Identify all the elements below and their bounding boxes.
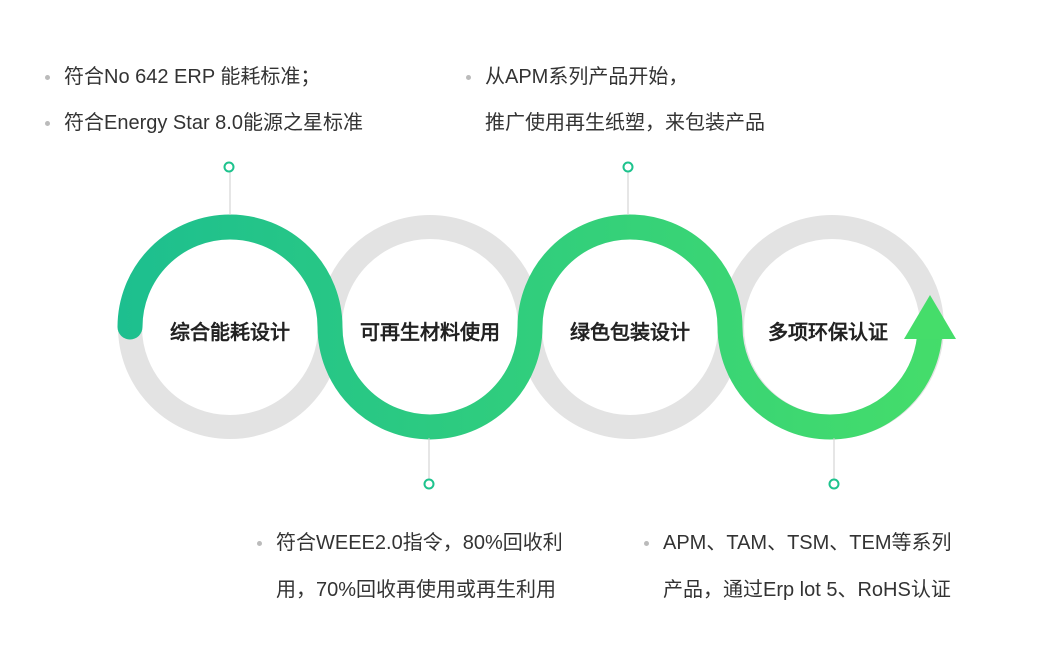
progress-wave — [117, 214, 943, 440]
note-certs-2: 产品，通过Erp lot 5、RoHS认证 — [663, 579, 951, 601]
marker-dot — [828, 478, 840, 490]
bullet-icon — [644, 541, 649, 546]
marker-dot — [622, 161, 634, 173]
marker-dot — [423, 478, 435, 490]
bullet-icon — [45, 75, 50, 80]
stage-label: 绿色包装设计 — [570, 322, 690, 344]
note-energy-1: 符合No 642 ERP 能耗标准； — [64, 66, 321, 88]
bullet-icon — [45, 121, 50, 126]
stage-label: 多项环保认证 — [768, 322, 888, 344]
note-packaging-2: 推广使用再生纸塑，来包装产品 — [485, 112, 765, 134]
note-energy-2: 符合Energy Star 8.0能源之星标准 — [64, 112, 363, 134]
bullet-icon — [257, 541, 262, 546]
bullet-icon — [466, 75, 471, 80]
arrow-head-icon — [904, 295, 956, 339]
note-materials-1: 符合WEEE2.0指令，80%回收利 — [276, 532, 563, 554]
note-materials-2: 用，70%回收再使用或再生利用 — [276, 579, 557, 601]
stage-label: 综合能耗设计 — [170, 322, 290, 344]
marker-dot — [223, 161, 235, 173]
note-packaging-1: 从APM系列产品开始， — [485, 66, 689, 88]
stage-label: 可再生材料使用 — [360, 322, 500, 344]
note-certs-1: APM、TAM、TSM、TEM等系列 — [663, 532, 952, 554]
